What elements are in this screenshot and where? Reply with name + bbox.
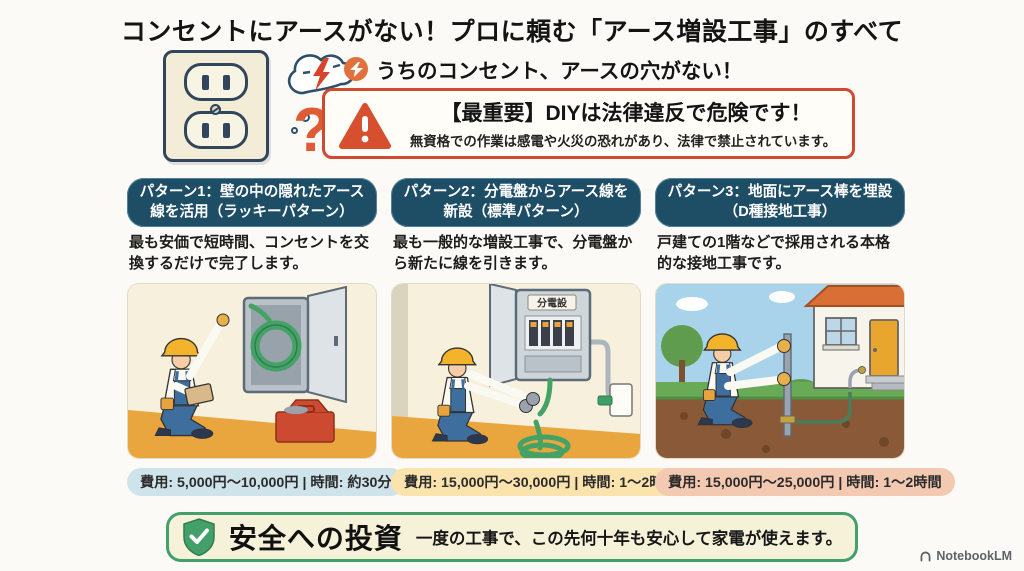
- pattern-1-header: パターン1：壁の中の隠れたアース線を活用（ラッキーパターン）: [127, 178, 377, 228]
- outlet-slot: [202, 122, 209, 138]
- notebooklm-label: NotebookLM: [936, 549, 1012, 563]
- pattern-3-cost-badge: 費用: 15,000円〜25,000円 | 時間: 1〜2時間: [655, 468, 955, 496]
- pattern-2-cost-badge: 費用: 15,000円〜30,000円 | 時間: 1〜2時間: [391, 468, 691, 496]
- intro-headline: うちのコンセント、アースの穴がない！: [376, 60, 743, 83]
- bolt-icon: [344, 57, 368, 81]
- shield-check-icon: [182, 518, 216, 556]
- pattern-1-column: パターン1：壁の中の隠れたアース線を活用（ラッキーパターン） 最も安価で短時間、…: [127, 178, 405, 500]
- outlet-socket-top: [184, 63, 248, 101]
- pattern-2-column: パターン2：分電盤からアース線を新設（標準パターン） 最も一般的な増設工事で、分…: [391, 178, 691, 500]
- warning-triangle-icon: [339, 102, 391, 155]
- footer-subtitle: 一度の工事で、この先何十年も安心して家電が使えます。: [415, 530, 843, 548]
- pattern-2-header: パターン2：分電盤からアース線を新設（標準パターン）: [391, 178, 641, 228]
- outlet-slot: [223, 122, 230, 138]
- notebooklm-watermark: NotebookLM: [919, 549, 1012, 563]
- intro-headline-row: うちのコンセント、アースの穴がない！: [344, 54, 742, 84]
- footer-banner: 安全への投資 一度の工事で、この先何十年も安心して家電が使えます。: [166, 512, 858, 562]
- warning-title: 【最重要】DIYは法律違反で危険です！: [440, 102, 812, 125]
- footer-title: 安全への投資: [228, 523, 403, 554]
- pattern-3-column: パターン3：地面にアース棒を埋設（D種接地工事） 戸建ての1階などで採用される本…: [655, 178, 955, 500]
- pattern-3-illustration: [655, 283, 905, 459]
- pattern-1-description: 最も安価で短時間、コンセントを交換するだけで完了します。: [129, 234, 370, 272]
- thought-bubble-dot: [291, 127, 298, 134]
- warning-subtitle: 無資格での作業は感電や火災の恐れがあり、法律で禁止されています。: [409, 134, 837, 149]
- distribution-board-label: 分電設: [537, 297, 568, 310]
- pattern-1-cost-badge: 費用: 5,000円〜10,000円 | 時間: 約30分: [127, 468, 405, 496]
- notebooklm-icon: [919, 550, 932, 563]
- outlet-illustration: [163, 50, 269, 162]
- page-title: コンセントにアースがない！プロに頼む「アース増設工事」のすべて: [120, 18, 904, 46]
- outlet-slot: [202, 74, 209, 90]
- pattern-2-illustration: 分電設: [391, 283, 641, 459]
- outlet-socket-bottom: [184, 111, 248, 149]
- thought-bubble-spark-icon: [283, 46, 355, 117]
- pattern-3-description: 戸建ての1階などで採用される本格的な接地工事です。: [657, 234, 891, 272]
- outlet-screw: [210, 104, 221, 115]
- pattern-2-description: 最も一般的な増設工事で、分電盤から新たに線を引きます。: [393, 234, 633, 272]
- pattern-1-illustration: [127, 283, 377, 459]
- thought-bubble-dot: [301, 113, 310, 122]
- outlet-slot: [223, 74, 230, 90]
- warning-box: 【最重要】DIYは法律違反で危険です！ 無資格での作業は感電や火災の恐れがあり、…: [322, 88, 855, 159]
- pattern-3-header: パターン3：地面にアース棒を埋設（D種接地工事）: [655, 178, 905, 228]
